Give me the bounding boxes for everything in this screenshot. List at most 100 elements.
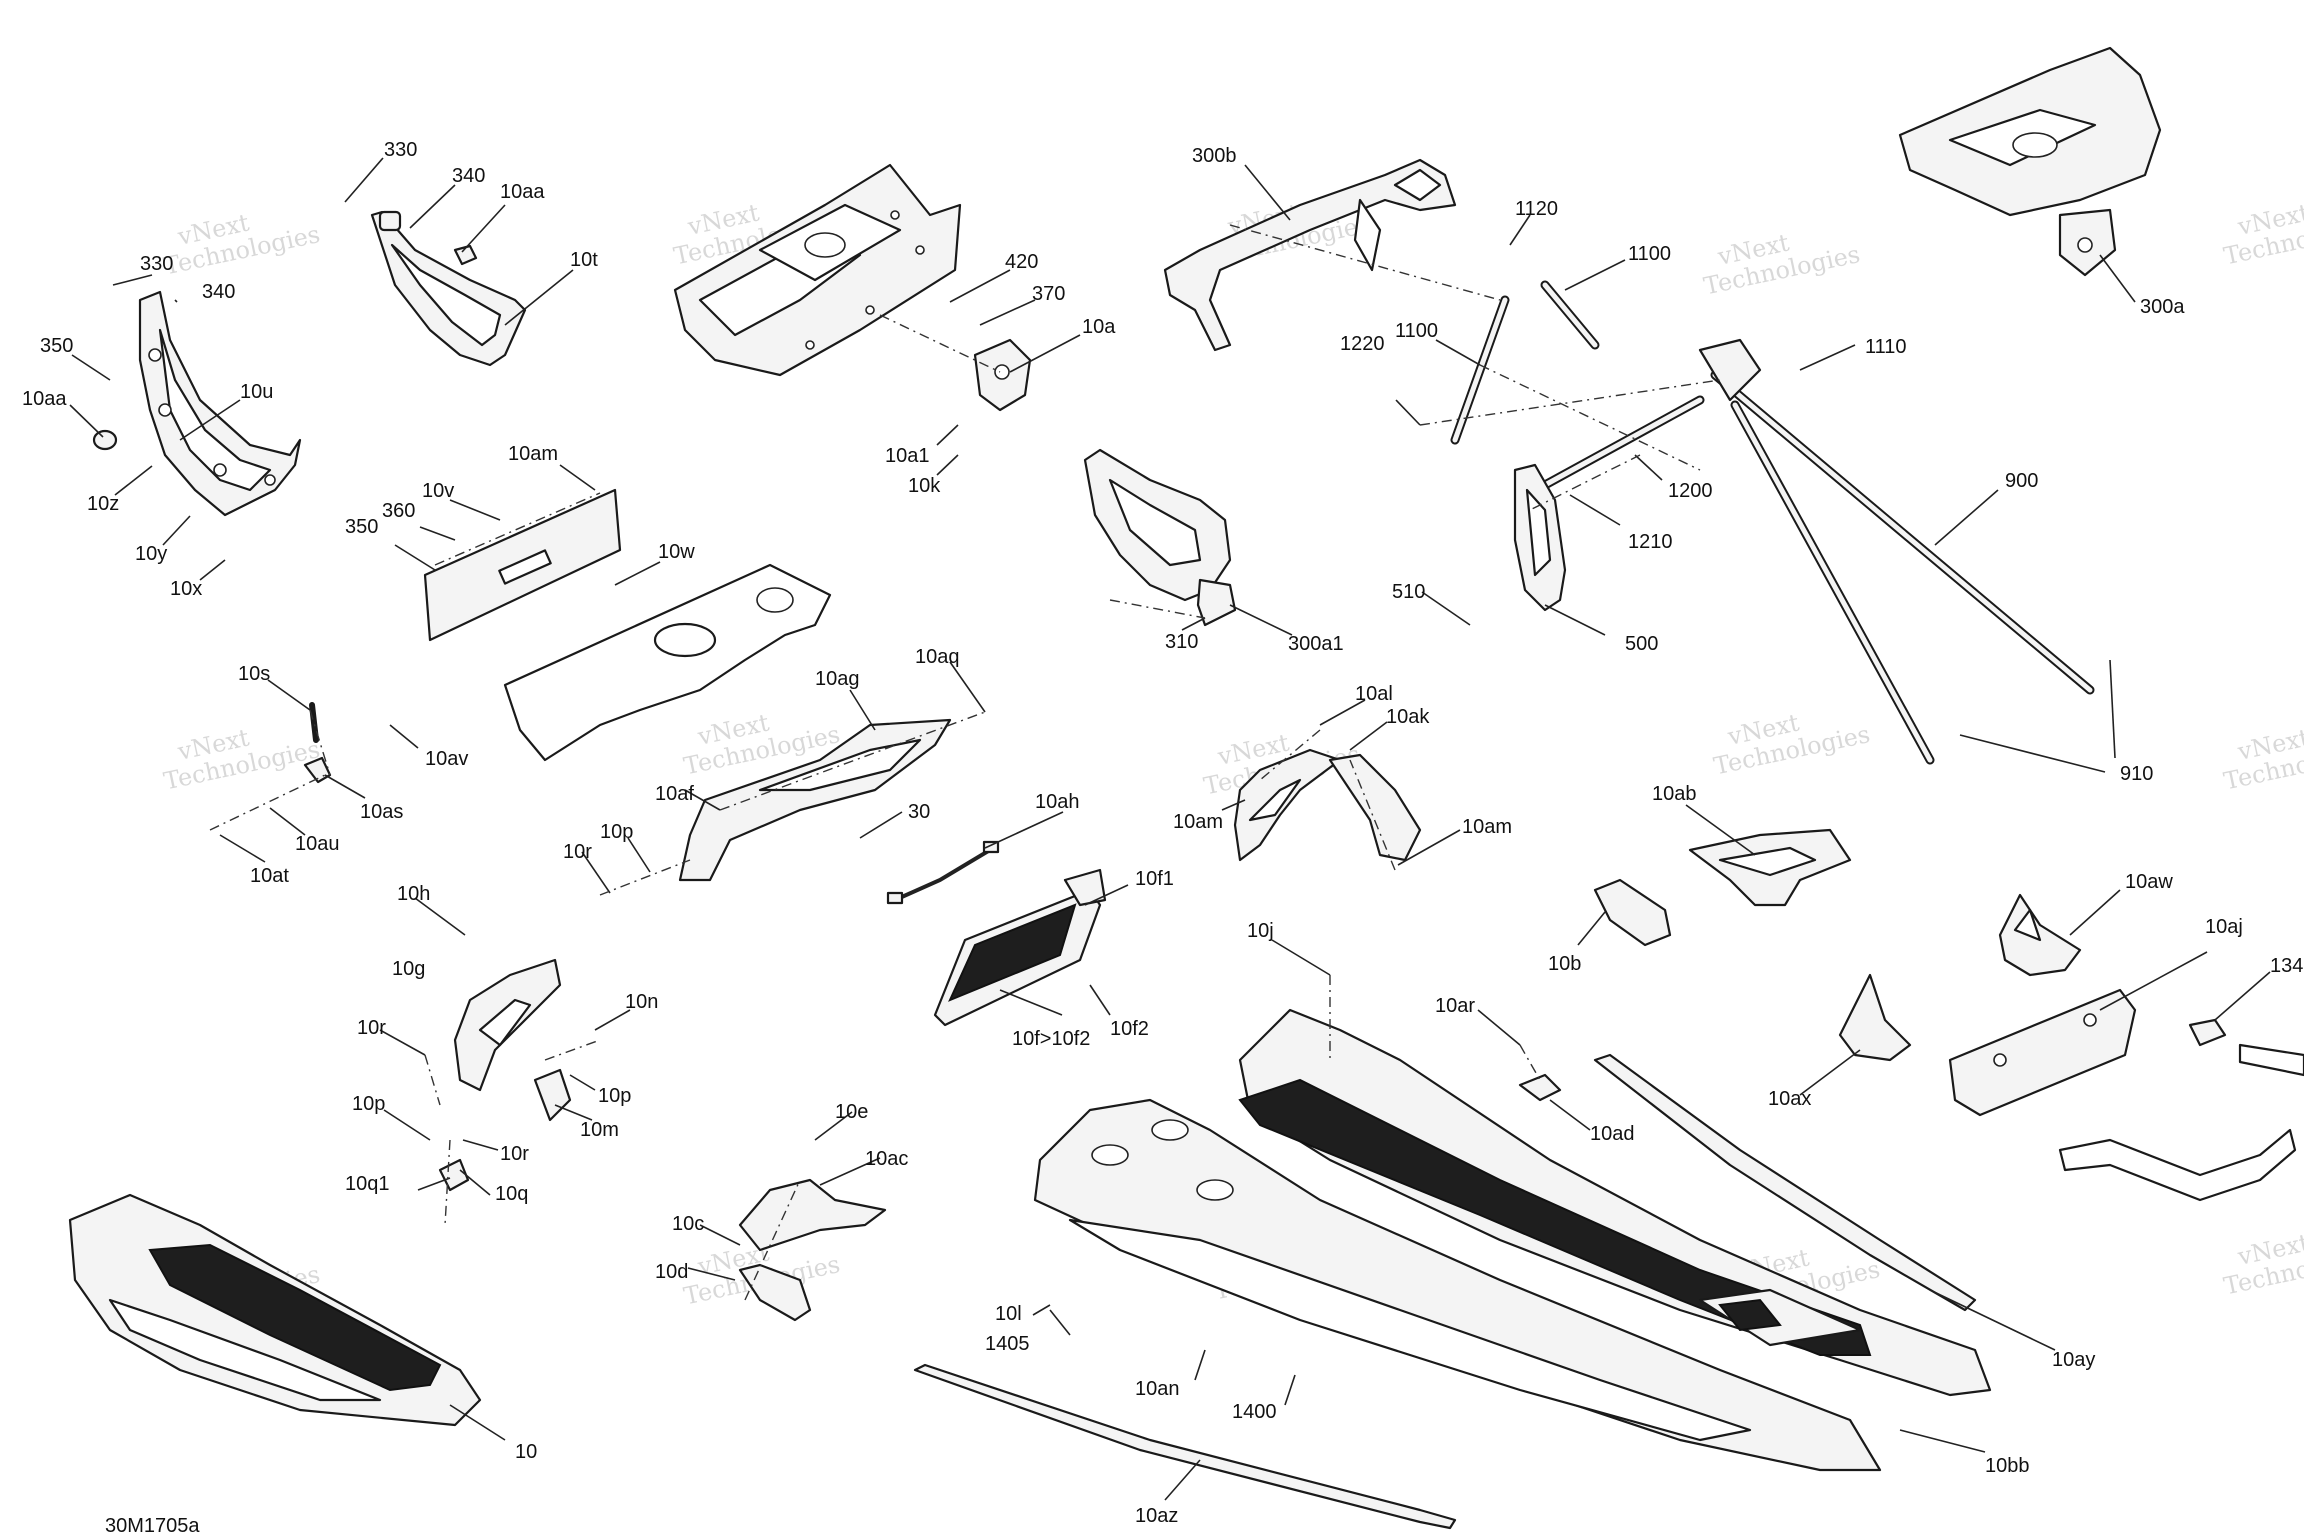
callout-labels: 330 340 10aa 10t 330 340 350 10aa 10u 10…	[22, 139, 2303, 1527]
callout-10ac: 10ac	[865, 1148, 908, 1170]
callout-10k: 10k	[908, 475, 941, 497]
callout-10p: 10p	[600, 821, 633, 843]
callout-10av: 10av	[425, 748, 468, 770]
callout-10n: 10n	[625, 991, 658, 1013]
callout-10ag: 10ag	[815, 668, 860, 690]
callout-10z: 10z	[87, 493, 119, 515]
callout-900: 900	[2005, 470, 2038, 492]
callout-330: 330	[384, 139, 417, 161]
callout-10p: 10p	[352, 1093, 385, 1115]
callout-420: 420	[1005, 251, 1038, 273]
callout-350: 350	[345, 516, 378, 538]
callout-1210: 1210	[1628, 531, 1673, 553]
part-center-chassis	[673, 163, 962, 377]
watermark: vNext Technologies	[2221, 198, 2304, 270]
callout-10au: 10au	[295, 833, 340, 855]
callout-300a1: 300a1	[1288, 633, 1344, 655]
callout-10ay: 10ay	[2052, 1349, 2095, 1371]
callout-500: 500	[1625, 633, 1658, 655]
parts-layer	[68, 46, 2304, 1530]
callout-1400: 1400	[1232, 1401, 1277, 1423]
callout-10af: 10af	[655, 783, 694, 805]
callout-10ar: 10ar	[1435, 995, 1475, 1017]
part-900-a-arm	[1698, 338, 2095, 765]
part-10q	[438, 1158, 470, 1192]
callout-10s: 10s	[238, 663, 270, 685]
part-10c	[738, 1263, 812, 1322]
callout-300b: 300b	[1192, 145, 1237, 167]
callout-10am: 10am	[1462, 816, 1512, 838]
part-main-tunnel	[1033, 1008, 1992, 1472]
part-10ak	[1328, 753, 1422, 862]
part-1100-rod-b	[1540, 280, 1600, 350]
part-10ab	[1688, 828, 1852, 907]
part-10az-rail	[913, 1363, 1457, 1530]
callout-10az: 10az	[1135, 1505, 1178, 1527]
callout-10bb: 10bb	[1985, 1455, 2030, 1477]
callout-10ab: 10ab	[1652, 783, 1697, 805]
callout-510: 510	[1392, 581, 1425, 603]
part-10a	[973, 338, 1032, 412]
part-10-tunnel-assembly	[68, 1193, 482, 1427]
callout-10h: 10h	[397, 883, 430, 905]
callout-10aa: 10aa	[500, 181, 545, 203]
callout-10r: 10r	[563, 841, 592, 863]
callout-10r: 10r	[357, 1017, 386, 1039]
callout-1120: 1120	[1515, 198, 1558, 220]
part-10w	[503, 563, 832, 762]
watermark: vNext Technologies	[2221, 1228, 2304, 1300]
callout-310: 310	[1165, 631, 1198, 653]
callout-10b: 10b	[1548, 953, 1581, 975]
callout-10p: 10p	[598, 1085, 631, 1107]
callout-10aa: 10aa	[22, 388, 67, 410]
part-300b	[1163, 158, 1457, 352]
part-10ad	[1518, 1073, 1562, 1102]
watermark: vNext Technologies	[2221, 723, 2304, 795]
callout-10aw: 10aw	[2125, 871, 2173, 893]
callout-10ah: 10ah	[1035, 791, 1080, 813]
callout-10x: 10x	[170, 578, 202, 600]
part-10m	[533, 1068, 572, 1122]
callout-10ax: 10ax	[1768, 1088, 1811, 1110]
callout-300a: 300a	[2140, 296, 2185, 318]
part-10f-heat-exchanger	[933, 868, 1107, 1027]
part-10ah	[886, 840, 1000, 905]
watermark: vNext Technologies	[161, 208, 322, 280]
callout-910: 910	[2120, 763, 2153, 785]
part-10t	[370, 210, 527, 367]
callout-1405: 1405	[985, 1333, 1030, 1355]
callout-10: 10	[515, 1441, 537, 1463]
callout-10ak: 10ak	[1386, 706, 1430, 728]
callout-360: 360	[382, 500, 415, 522]
callout-30: 30	[908, 801, 930, 823]
leader-lines	[69, 157, 2271, 1501]
callout-10an: 10an	[1135, 1378, 1180, 1400]
callout-10j: 10j	[1247, 920, 1274, 942]
callout-1220: 1220	[1340, 333, 1385, 355]
callout-10f-10f2: 10f>10f2	[1012, 1028, 1090, 1050]
callout-1200: 1200	[1668, 480, 1713, 502]
callout-10f1: 10f1	[1135, 868, 1174, 890]
callout-10d: 10d	[655, 1261, 688, 1283]
callout-10g: 10g	[392, 958, 425, 980]
part-500-shock-mount	[1513, 463, 1567, 612]
part-10b	[1593, 878, 1672, 947]
part-10af	[678, 718, 952, 882]
part-10ay-rail	[1593, 1053, 1977, 1312]
callout-1100: 1100	[1628, 243, 1671, 265]
callout-10f2: 10f2	[1110, 1018, 1149, 1040]
callout-370: 370	[1032, 283, 1065, 305]
part-10aw	[1998, 893, 2082, 977]
callout-1110: 1110	[1865, 336, 1907, 358]
callout-134: 134	[2270, 955, 2303, 977]
callout-10am: 10am	[508, 443, 558, 465]
part-10u	[138, 290, 302, 517]
figure-code: 30M1705a	[105, 1515, 200, 1536]
callout-10q1: 10q1	[345, 1173, 390, 1195]
callout-10as: 10as	[360, 801, 403, 823]
callout-10q: 10q	[495, 1183, 528, 1205]
callout-1100: 1100	[1395, 320, 1438, 342]
part-10ax	[1838, 973, 1912, 1062]
watermark: vNext Technologies	[1711, 708, 1872, 780]
part-10aa-bushing-top	[453, 244, 478, 266]
